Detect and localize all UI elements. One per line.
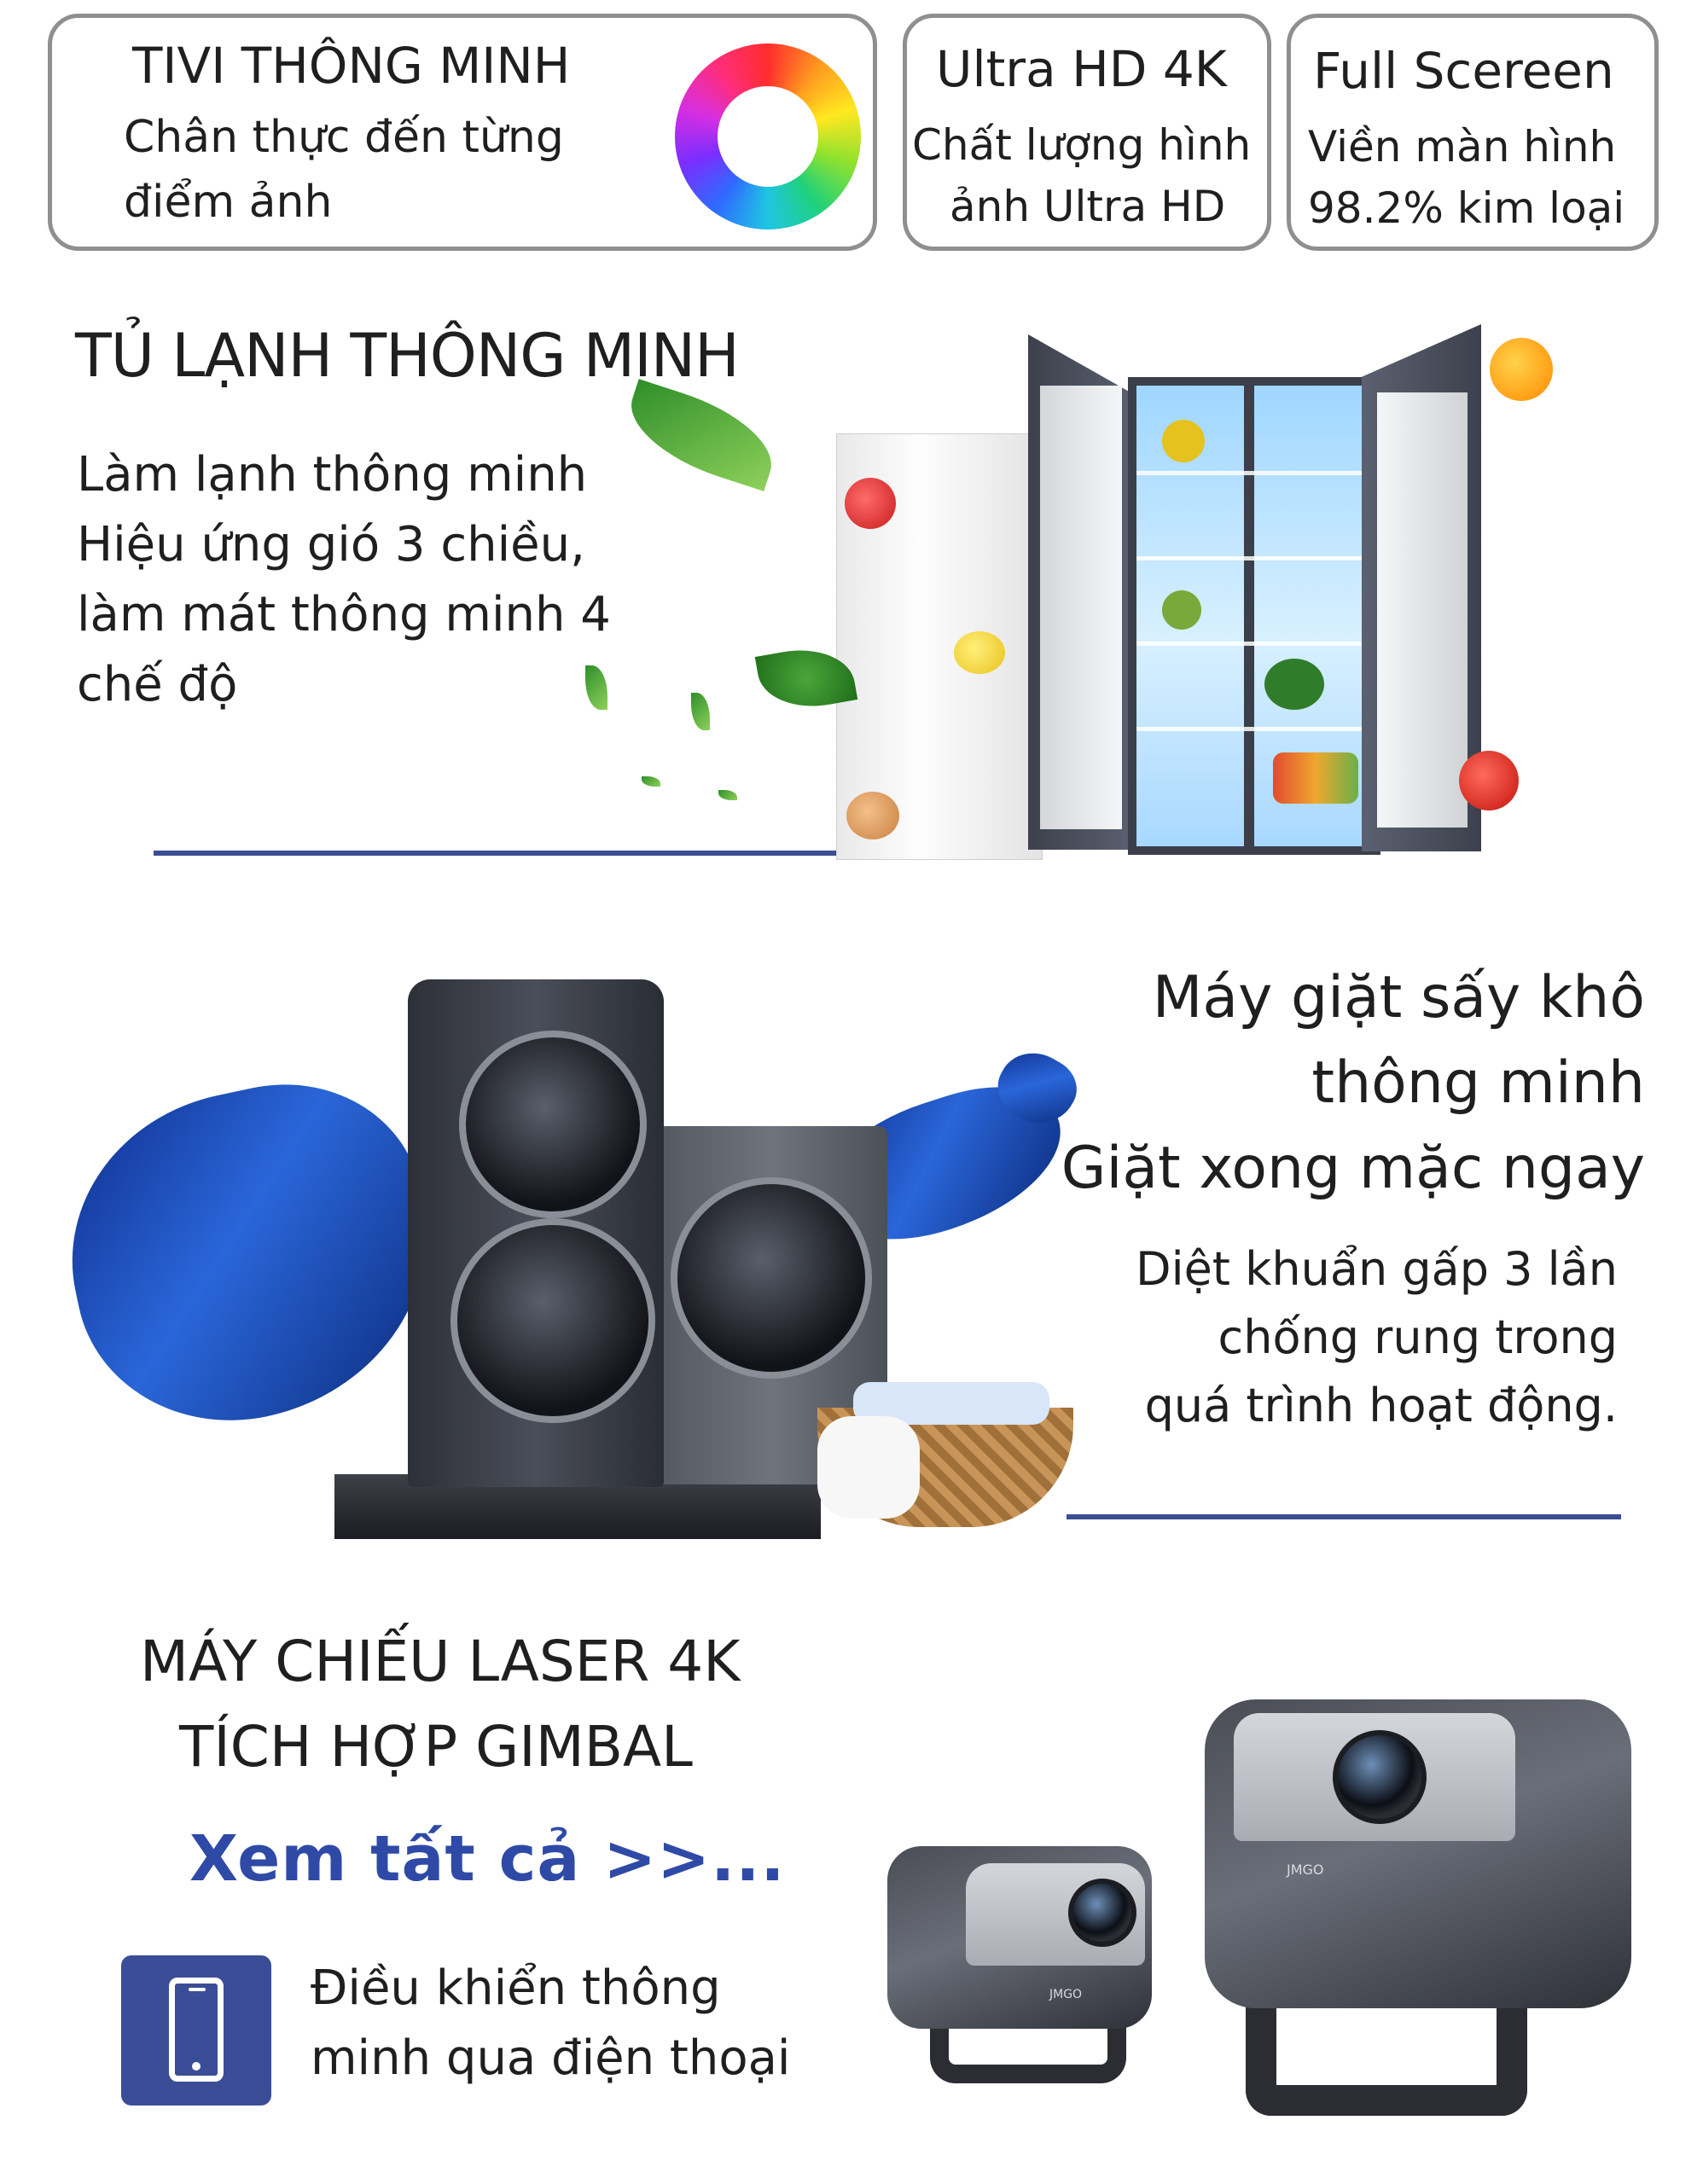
orange-image <box>1490 338 1553 401</box>
fullscreen-card-line2: 98.2% kim loại <box>1308 183 1625 233</box>
fridge-line: Làm lạnh thông minh <box>77 447 588 502</box>
fridge-left-door <box>1028 334 1137 850</box>
bok-choy-image <box>618 379 785 491</box>
washer-desc-line: quá trình hoạt động. <box>1144 1379 1618 1432</box>
washer-title-line: Giặt xong mặc ngay <box>1061 1135 1645 1202</box>
large-projector-image: JMGO <box>1205 1699 1631 2008</box>
leaf-image <box>718 790 737 800</box>
apple-image <box>1459 751 1519 810</box>
view-all-link[interactable]: Xem tất cả >>... <box>189 1822 786 1896</box>
fridge-description: Làm lạnh thông minh Hiệu ứng gió 3 chiều… <box>77 440 611 720</box>
front-load-washer-image <box>657 1126 887 1484</box>
projector-brand: JMGO <box>1049 1988 1083 2001</box>
leaf-image <box>642 776 660 787</box>
fridge-line: Hiệu ứng gió 3 chiều, <box>77 517 585 572</box>
section-divider <box>1067 1514 1621 1519</box>
phone-control-text: Điều khiển thông minh qua điện thoại <box>311 1954 791 2094</box>
white-cloth-image <box>817 1416 920 1519</box>
fridge-interior <box>1128 377 1380 855</box>
projector-title-line: TÍCH HỢP GIMBAL <box>179 1714 693 1780</box>
fullscreen-feature-card: Full Scereen Viền màn hình 98.2% kim loạ… <box>1287 14 1659 251</box>
strawberry-image <box>845 478 896 529</box>
leaf-image <box>691 693 710 730</box>
projector-title-line: MÁY CHIẾU LASER 4K <box>140 1629 741 1694</box>
tv-card-title: TIVI THÔNG MINH <box>132 37 571 95</box>
washer-description: Diệt khuẩn gấp 3 lần chống rung trong qu… <box>1136 1235 1618 1440</box>
tv-card-line1: Chân thực đến từng <box>124 112 564 163</box>
smartphone-icon-tile <box>121 1955 271 2106</box>
lemon-image <box>954 631 1005 674</box>
egg-image <box>846 792 899 839</box>
fridge-line: làm mát thông minh 4 <box>77 587 611 642</box>
twin-washer-image <box>408 979 664 1487</box>
tv-feature-card: TIVI THÔNG MINH Chân thực đến từng điểm … <box>48 14 877 251</box>
section-divider <box>154 851 862 856</box>
smartphone-icon <box>169 1978 224 2082</box>
washer-desc-line: chống rung trong <box>1218 1310 1618 1364</box>
washer-title: Máy giặt sấy khô thông minh Giặt xong mặ… <box>1061 956 1645 1211</box>
projector-title: MÁY CHIẾU LASER 4K TÍCH HỢP GIMBAL <box>140 1619 741 1790</box>
blue-fabric-image <box>42 1058 460 1450</box>
uhd-card-line2: ảnh Ultra HD <box>950 182 1226 231</box>
washer-desc-line: Diệt khuẩn gấp 3 lần <box>1136 1242 1618 1296</box>
fullscreen-card-title: Full Scereen <box>1313 42 1614 100</box>
tv-card-line2: điểm ảnh <box>124 177 333 228</box>
washer-title-line: Máy giặt sấy khô <box>1152 964 1645 1031</box>
phone-control-line: Điều khiển thông <box>311 1960 721 2016</box>
small-projector-image: JMGO <box>887 1846 1152 2029</box>
uhd-card-title: Ultra HD 4K <box>936 40 1227 98</box>
fullscreen-card-line1: Viền màn hình <box>1308 122 1617 171</box>
uhd-feature-card: Ultra HD 4K Chất lượng hình ảnh Ultra HD <box>903 14 1271 251</box>
color-ring-icon <box>675 44 861 229</box>
washer-title-line: thông minh <box>1311 1049 1645 1117</box>
fridge-line: chế độ <box>77 657 238 712</box>
uhd-card-line1: Chất lượng hình <box>912 120 1252 170</box>
projector-brand: JMGO <box>1287 1862 1324 1878</box>
phone-control-line: minh qua điện thoại <box>311 2030 791 2086</box>
fridge-right-door <box>1362 324 1481 851</box>
fridge-title: TỦ LẠNH THÔNG MINH <box>75 321 740 391</box>
